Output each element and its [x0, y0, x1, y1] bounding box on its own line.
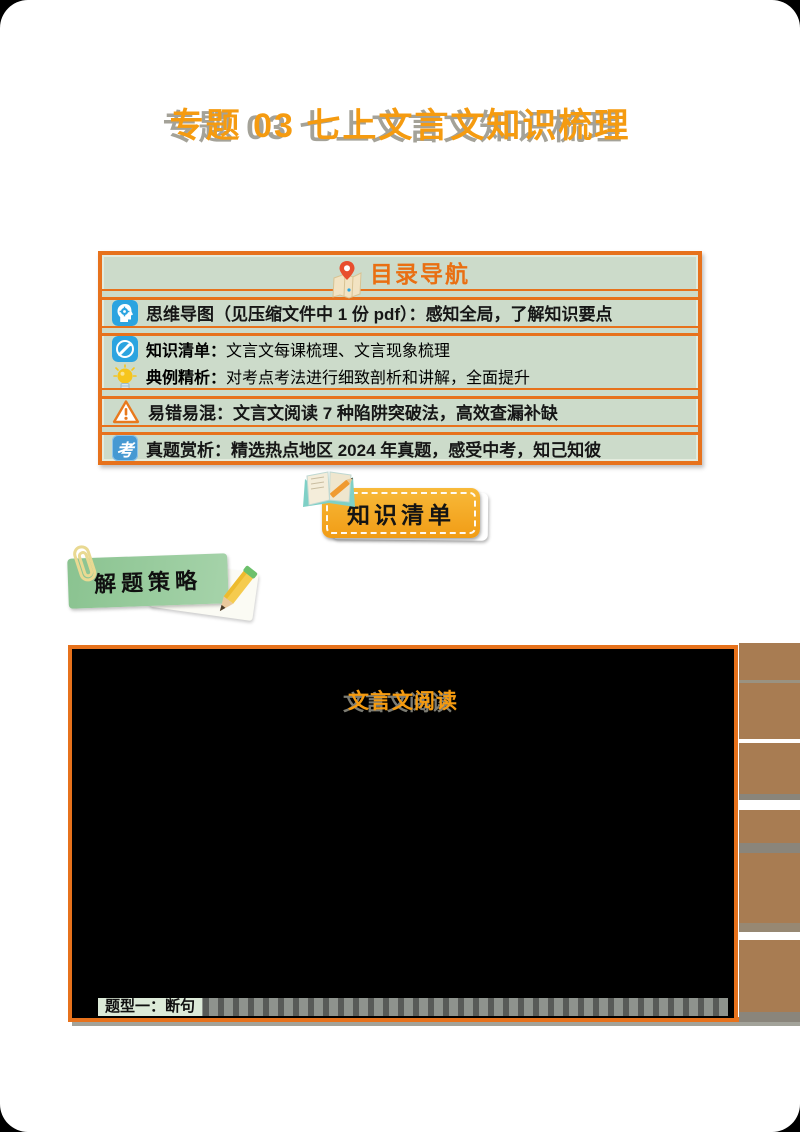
toc-divider: [102, 325, 698, 336]
reading-section-title: 文言文阅读: [348, 690, 458, 713]
toc-row-group: 知识清单：文言文每课梳理、文言现象梳理 典例精析：对考点考法进行细致剖析和讲解，…: [102, 336, 698, 390]
toc-row-label: 易错易混：: [148, 404, 233, 423]
side-tab-5[interactable]: [739, 940, 800, 1012]
side-tab-joint: [739, 1012, 800, 1022]
reading-section-box: 文言文阅读 题型一：断句: [68, 645, 738, 1022]
toc-row-examples: 典例精析：对考点考法进行细致剖析和讲解，全面提升: [102, 364, 698, 390]
side-tab-joint: [739, 794, 800, 800]
pencil-icon: [219, 565, 258, 612]
paperclip-icon: [73, 545, 97, 582]
toc-row-label: 知识清单：: [146, 343, 227, 360]
toc-divider: [102, 424, 698, 435]
toc-row-realexam: 考 真题赏析：精选热点地区 2024 年真题，感受中考，知己知彼: [102, 435, 698, 461]
toc-row-label: 典例精析：: [146, 370, 227, 387]
question-type-label: 题型一：断句: [98, 998, 203, 1016]
toc-row-mindmap: 思维导图（见压缩文件中 1 份 pdf）：感知全局，了解知识要点: [102, 299, 698, 326]
side-tab-4[interactable]: [739, 853, 800, 923]
side-tab-1[interactable]: [739, 643, 800, 739]
warning-icon: [112, 399, 140, 423]
question-type-strip: [98, 998, 728, 1016]
exam-icon-char: 考: [116, 440, 134, 460]
toc-divider: [102, 388, 698, 399]
side-tab-joint: [739, 923, 800, 932]
side-tab-separator: [739, 680, 800, 683]
toc-box: 目录导航 思维导图（见压缩文件中 1 份 pdf）：感知全局，了解知识要点: [98, 251, 702, 465]
toc-row-label: 思维导图（见压缩文件中 1 份 pdf）：: [146, 305, 426, 324]
page-title: 专题 03 七上文言文知识梳理: [169, 107, 631, 145]
toc-row-desc: 文言文阅读 7 种陷阱突破法，高效查漏补缺: [233, 404, 558, 423]
toc-title: 目录导航: [370, 261, 470, 287]
dashed-border: [326, 492, 476, 534]
toc-row-pitfalls: 易错易混：文言文阅读 7 种陷阱突破法，高效查漏补缺: [102, 399, 698, 425]
toc-row-desc: 感知全局，了解知识要点: [425, 305, 613, 324]
exam-icon: 考: [112, 435, 138, 461]
toc-row-text: 易错易混：文言文阅读 7 种陷阱突破法，高效查漏补缺: [148, 399, 558, 424]
box-shadow-line: [72, 1022, 800, 1026]
side-tab-2[interactable]: [739, 743, 800, 794]
notebook-icon: [303, 471, 355, 507]
toc-row-text: 典例精析：对考点考法进行细致剖析和讲解，全面提升: [146, 364, 530, 388]
toc-row-label: 真题赏析：: [146, 440, 231, 460]
toc-row-text: 真题赏析：精选热点地区 2024 年真题，感受中考，知己知彼: [146, 436, 601, 461]
toc-row-text: 知识清单：文言文每课梳理、文言现象梳理: [146, 337, 450, 361]
toc-divider: [102, 289, 698, 300]
toc-row-knowledge: 知识清单：文言文每课梳理、文言现象梳理: [102, 336, 698, 362]
knowledge-list-button-label: 知识清单: [347, 502, 455, 528]
side-tab-joint: [739, 843, 800, 853]
mind-map-icon: [112, 299, 138, 326]
toc-row-desc: 文言文每课梳理、文言现象梳理: [226, 343, 451, 360]
toc-header: 目录导航: [102, 255, 698, 299]
map-pin-icon: [332, 261, 362, 299]
toc-row-desc: 精选热点地区 2024 年真题，感受中考，知己知彼: [231, 440, 602, 460]
side-tab-3[interactable]: [739, 810, 800, 843]
pen-icon: [112, 336, 138, 362]
toc-row-text: 思维导图（见压缩文件中 1 份 pdf）：感知全局，了解知识要点: [146, 300, 613, 325]
strategy-label: 解题策略: [93, 568, 203, 597]
lightbulb-icon: [113, 364, 137, 390]
toc-row-desc: 对考点考法进行细致剖析和讲解，全面提升: [226, 370, 531, 387]
